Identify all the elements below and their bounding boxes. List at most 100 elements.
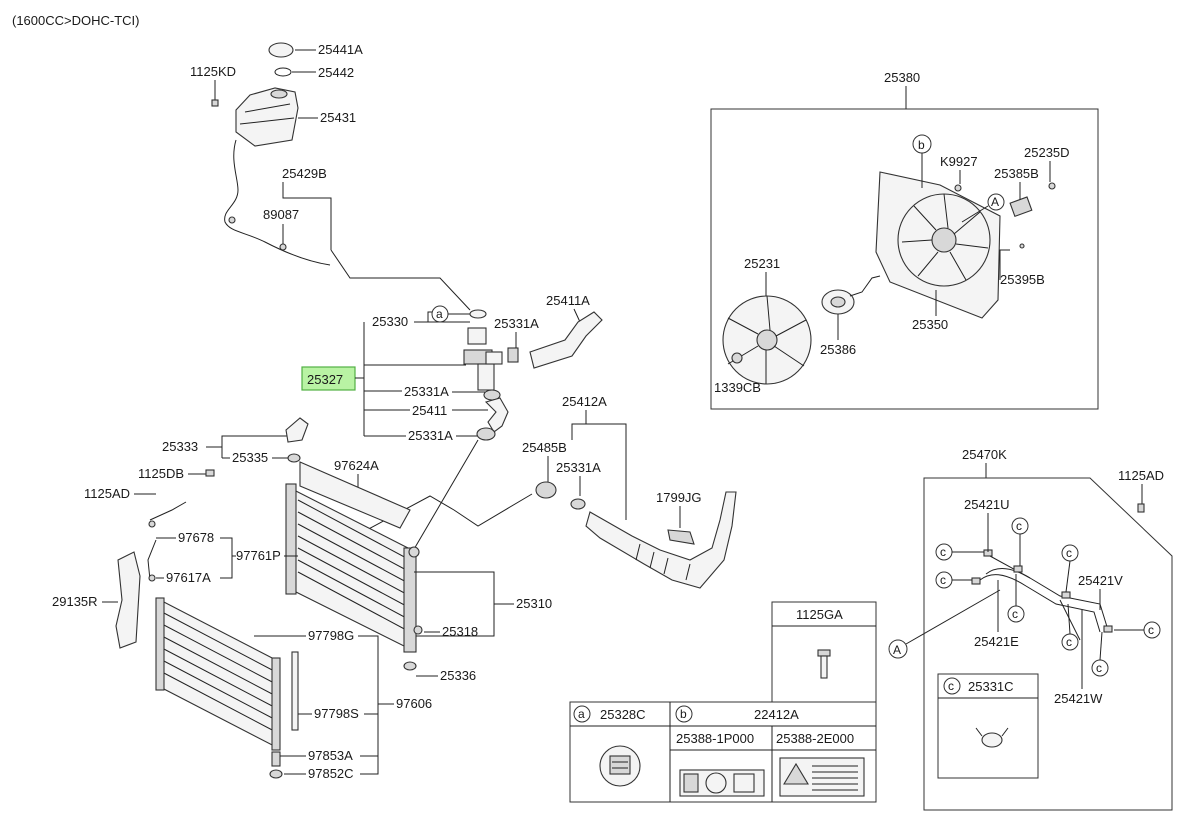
svg-text:c: c bbox=[948, 679, 954, 693]
svg-text:25350: 25350 bbox=[912, 317, 948, 332]
label-25411[interactable]: 25411 bbox=[412, 403, 447, 418]
svg-text:25485B: 25485B bbox=[522, 440, 567, 455]
label-25331C[interactable]: 25331C bbox=[968, 679, 1014, 694]
label-25388-2E000[interactable]: 25388-2E000 bbox=[776, 731, 854, 746]
label-25330[interactable]: 25330 bbox=[372, 314, 408, 329]
label-25327-highlighted[interactable]: 25327 bbox=[301, 366, 356, 391]
svg-text:25235D: 25235D bbox=[1024, 145, 1070, 160]
label-1125GA[interactable]: 1125GA bbox=[796, 607, 843, 622]
label-1125AD-2[interactable]: 1125AD bbox=[1118, 468, 1164, 483]
bolt-1125DB-icon bbox=[205, 469, 215, 477]
clamp-icon bbox=[975, 727, 1009, 748]
reservoir-tank-drawing bbox=[224, 87, 331, 266]
label-97798G[interactable]: 97798G bbox=[308, 628, 354, 643]
label-25386[interactable]: 25386 bbox=[820, 342, 856, 357]
svg-text:25441A: 25441A bbox=[318, 42, 363, 57]
label-25310[interactable]: 25310 bbox=[516, 596, 552, 611]
svg-text:97798S: 97798S bbox=[314, 706, 359, 721]
warning-label-1P000-icon bbox=[679, 769, 765, 797]
reservoir-cap-drawing bbox=[268, 42, 294, 77]
label-25485B[interactable]: 25485B bbox=[522, 440, 567, 455]
callout-b-table bbox=[675, 705, 693, 723]
label-25441A[interactable]: 25441A bbox=[318, 42, 363, 57]
svg-text:a: a bbox=[578, 707, 585, 721]
callout-c-box bbox=[943, 677, 961, 695]
label-25411A[interactable]: 25411A bbox=[546, 293, 590, 308]
svg-text:K9927: K9927 bbox=[940, 154, 978, 169]
label-97798S[interactable]: 97798S bbox=[314, 706, 359, 721]
callout-A-circle-fan bbox=[987, 193, 1005, 211]
label-1125KD[interactable]: 1125KD bbox=[190, 64, 236, 79]
fan-shroud-group-box bbox=[710, 108, 1099, 410]
label-25421E[interactable]: 25421E bbox=[974, 634, 1019, 649]
label-25395B[interactable]: 25395B bbox=[1000, 272, 1045, 287]
label-97761P[interactable]: 97761P bbox=[236, 548, 281, 563]
label-25431[interactable]: 25431 bbox=[320, 110, 356, 125]
label-25336[interactable]: 25336 bbox=[440, 668, 476, 683]
label-25421U[interactable]: 25421U bbox=[964, 497, 1010, 512]
svg-text:A: A bbox=[991, 195, 999, 209]
svg-text:25431: 25431 bbox=[320, 110, 356, 125]
shroud-bracket-drawing bbox=[147, 501, 187, 582]
label-97853A[interactable]: 97853A bbox=[308, 748, 353, 763]
label-25331A-4[interactable]: 25331A bbox=[556, 460, 601, 475]
label-97678[interactable]: 97678 bbox=[178, 530, 214, 545]
svg-text:25421W: 25421W bbox=[1054, 691, 1103, 706]
svg-text:97624A: 97624A bbox=[334, 458, 379, 473]
callout-A-circle-pipe bbox=[888, 639, 908, 659]
label-25318[interactable]: 25318 bbox=[442, 624, 478, 639]
bolt-1125AD-2-icon bbox=[1137, 503, 1145, 513]
label-25333[interactable]: 25333 bbox=[162, 439, 198, 454]
svg-text:c: c bbox=[940, 573, 946, 587]
label-25429B[interactable]: 25429B bbox=[282, 166, 327, 181]
label-89087[interactable]: 89087 bbox=[263, 207, 299, 222]
label-1339CB[interactable]: 1339CB bbox=[714, 380, 761, 395]
label-1799JG[interactable]: 1799JG bbox=[656, 490, 702, 505]
label-29135R[interactable]: 29135R bbox=[52, 594, 98, 609]
svg-text:25411A: 25411A bbox=[546, 293, 590, 308]
svg-text:c: c bbox=[940, 545, 946, 559]
label-25412A[interactable]: 25412A bbox=[562, 394, 607, 409]
pipe-assembly-drawing bbox=[971, 549, 1113, 641]
engine-spec-title: (1600CC>DOHC-TCI) bbox=[12, 13, 140, 28]
label-25331A-2[interactable]: 25331A bbox=[404, 384, 449, 399]
svg-text:25330: 25330 bbox=[372, 314, 408, 329]
label-97852C[interactable]: 97852C bbox=[308, 766, 354, 781]
svg-text:97606: 97606 bbox=[396, 696, 432, 711]
svg-text:b: b bbox=[680, 707, 687, 721]
label-1125DB[interactable]: 1125DB bbox=[138, 466, 184, 481]
label-97617A[interactable]: 97617A bbox=[166, 570, 211, 585]
svg-text:1799JG: 1799JG bbox=[656, 490, 702, 505]
label-25331A-1[interactable]: 25331A bbox=[494, 316, 539, 331]
label-25380[interactable]: 25380 bbox=[884, 70, 920, 85]
svg-text:25310: 25310 bbox=[516, 596, 552, 611]
label-25388-1P000[interactable]: 25388-1P000 bbox=[676, 731, 754, 746]
label-25350[interactable]: 25350 bbox=[912, 317, 948, 332]
label-25335[interactable]: 25335 bbox=[232, 450, 268, 465]
label-22412A[interactable]: 22412A bbox=[754, 707, 799, 722]
svg-text:25318: 25318 bbox=[442, 624, 478, 639]
label-25470K[interactable]: 25470K bbox=[962, 447, 1007, 462]
label-25331A-3[interactable]: 25331A bbox=[408, 428, 453, 443]
svg-text:25385B: 25385B bbox=[994, 166, 1039, 181]
radiator-drawing bbox=[285, 461, 423, 671]
svg-text:c: c bbox=[1148, 623, 1154, 637]
label-25442[interactable]: 25442 bbox=[318, 65, 354, 80]
svg-text:25411: 25411 bbox=[412, 403, 447, 418]
svg-text:25331A: 25331A bbox=[408, 428, 453, 443]
label-25385B[interactable]: 25385B bbox=[994, 166, 1039, 181]
label-25328C[interactable]: 25328C bbox=[600, 707, 646, 722]
callout-a-table bbox=[573, 705, 591, 723]
label-25421W[interactable]: 25421W bbox=[1054, 691, 1103, 706]
label-K9927[interactable]: K9927 bbox=[940, 154, 978, 169]
label-25235D[interactable]: 25235D bbox=[1024, 145, 1070, 160]
label-97606[interactable]: 97606 bbox=[396, 696, 432, 711]
label-1125AD-1[interactable]: 1125AD bbox=[84, 486, 130, 501]
label-97624A[interactable]: 97624A bbox=[334, 458, 379, 473]
svg-text:97853A: 97853A bbox=[308, 748, 353, 763]
label-25231[interactable]: 25231 bbox=[744, 256, 780, 271]
label-table-box bbox=[569, 701, 877, 803]
pipe-group-box bbox=[923, 477, 1173, 811]
label-25421V[interactable]: 25421V bbox=[1078, 573, 1123, 588]
